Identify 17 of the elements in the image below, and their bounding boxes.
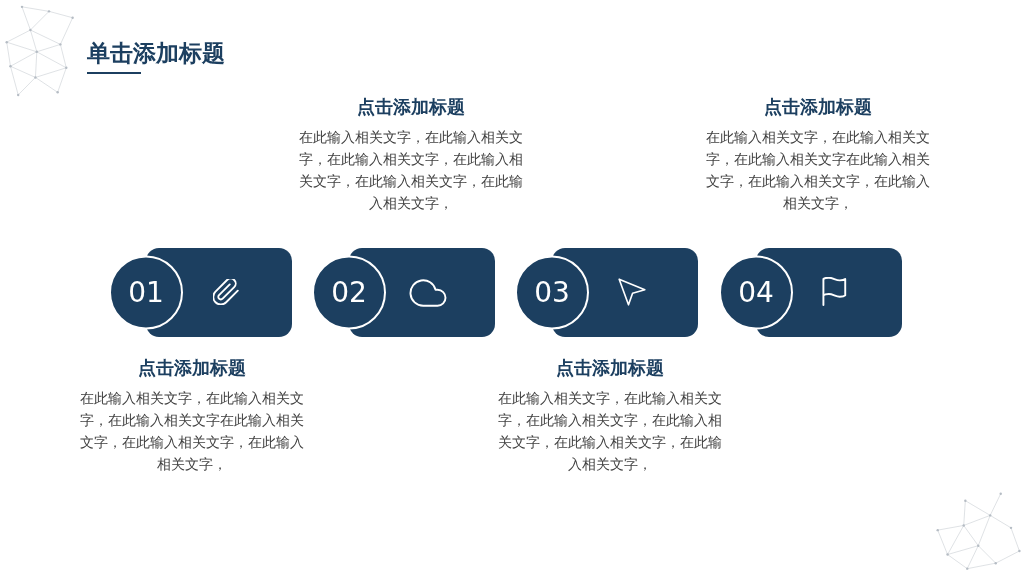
step-heading: 点击添加标题 [556, 356, 664, 380]
step-number: 04 [738, 275, 774, 310]
step-description: 在此输入相关文字，在此输入相关文字，在此输入相关文字在此输入相关文字，在此输入相关文字，在此输入相关文字， [79, 389, 305, 474]
step-card [515, 248, 698, 337]
step-card [719, 248, 902, 337]
step-heading: 点击添加标题 [764, 95, 872, 119]
step-card [109, 248, 292, 337]
step-card [312, 248, 495, 337]
slide-title: 单击添加标题 [87, 39, 225, 68]
step-description: 在此输入相关文字，在此输入相关文字，在此输入相关文字，在此输入相关文字，在此输入相关文字，在此输入相关文字， [298, 128, 524, 213]
step-number: 01 [128, 275, 164, 310]
step-description: 在此输入相关文字，在此输入相关文字，在此输入相关文字，在此输入相关文字，在此输入相关文字，在此输入相关文字， [497, 389, 723, 474]
step-number: 02 [331, 275, 367, 310]
step-heading: 点击添加标题 [138, 356, 246, 380]
step-heading: 点击添加标题 [357, 95, 465, 119]
step-number: 03 [534, 275, 570, 310]
step-description: 在此输入相关文字，在此输入相关文字，在此输入相关文字在此输入相关文字，在此输入相关文字，在此输入相关文字， [705, 128, 931, 213]
